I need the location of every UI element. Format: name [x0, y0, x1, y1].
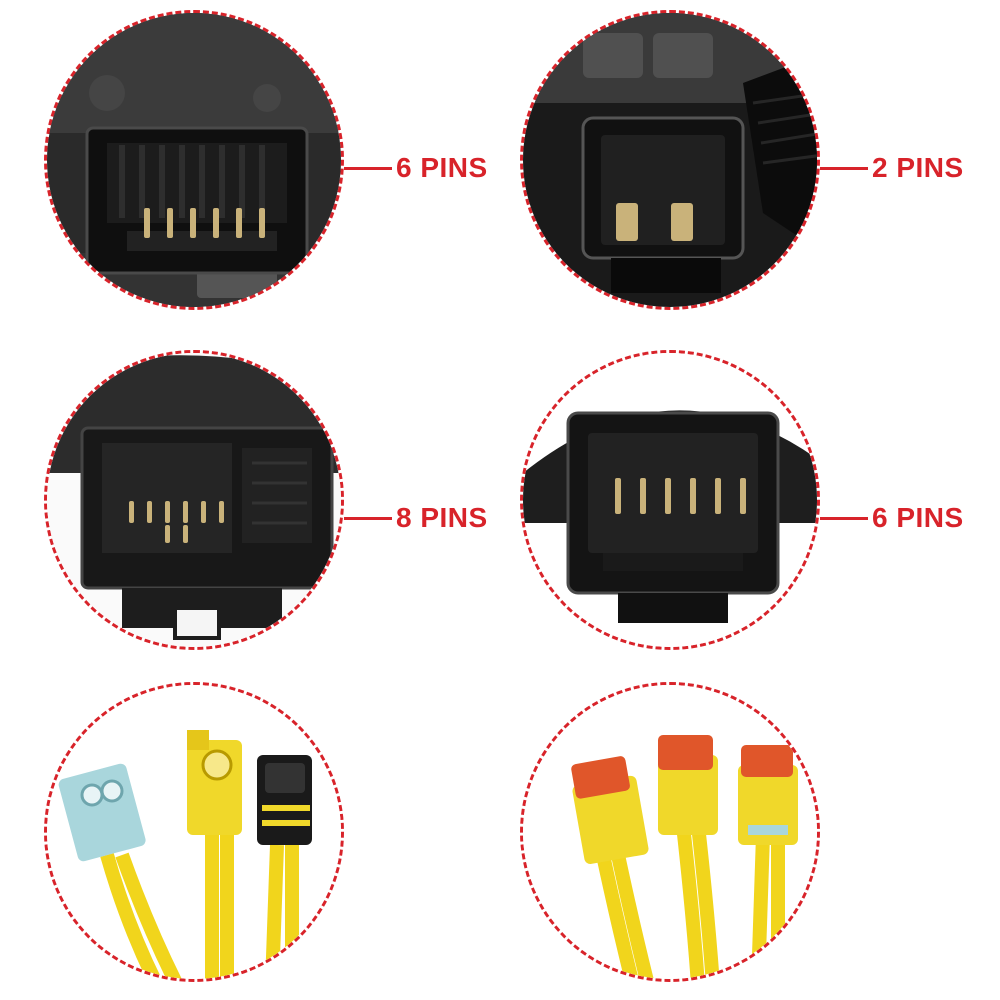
connector-2-pins-photo [523, 13, 817, 307]
airbag-plugs-photo [47, 685, 341, 979]
connector-photo-circle [44, 10, 344, 310]
plugs-photo-circle [520, 682, 820, 982]
pins [615, 478, 746, 514]
plugs-photo-circle [44, 682, 344, 982]
panel-middle-right: 6 PINS [500, 340, 1000, 670]
panel-top-right: 2 PINS [500, 0, 1000, 340]
connector-photo-circle [520, 10, 820, 310]
pins [616, 203, 693, 241]
orange-latch-plug [571, 756, 649, 864]
label-leader-line [344, 167, 392, 170]
connector-photo-circle [520, 350, 820, 650]
label-leader-line [820, 167, 868, 170]
orange-latch-plug [658, 735, 718, 835]
airbag-plugs-photo [523, 685, 817, 979]
connector-6-pins-photo [523, 353, 817, 647]
panel-middle-left: 8 PINS [0, 340, 500, 670]
pin-count-label: 8 PINS [396, 502, 488, 533]
orange-latch-plug [738, 745, 798, 845]
label-leader-line [344, 517, 392, 520]
blue-plug [58, 763, 146, 862]
pin-count-label: 6 PINS [872, 502, 964, 533]
pins [144, 208, 265, 238]
pin-count-label: 6 PINS [396, 152, 488, 183]
connector-photo-circle [44, 350, 344, 650]
label-leader-line [820, 517, 868, 520]
yellow-plug [187, 730, 242, 835]
pins [129, 501, 224, 543]
panel-bottom-left [0, 670, 500, 1000]
black-plug [257, 755, 312, 845]
panel-top-left: 6 PINS [0, 0, 500, 340]
connector-6-pins-photo [47, 13, 341, 307]
pin-count-label: 2 PINS [872, 152, 964, 183]
connector-8-pins-photo [47, 353, 341, 647]
panel-bottom-right [500, 670, 1000, 1000]
